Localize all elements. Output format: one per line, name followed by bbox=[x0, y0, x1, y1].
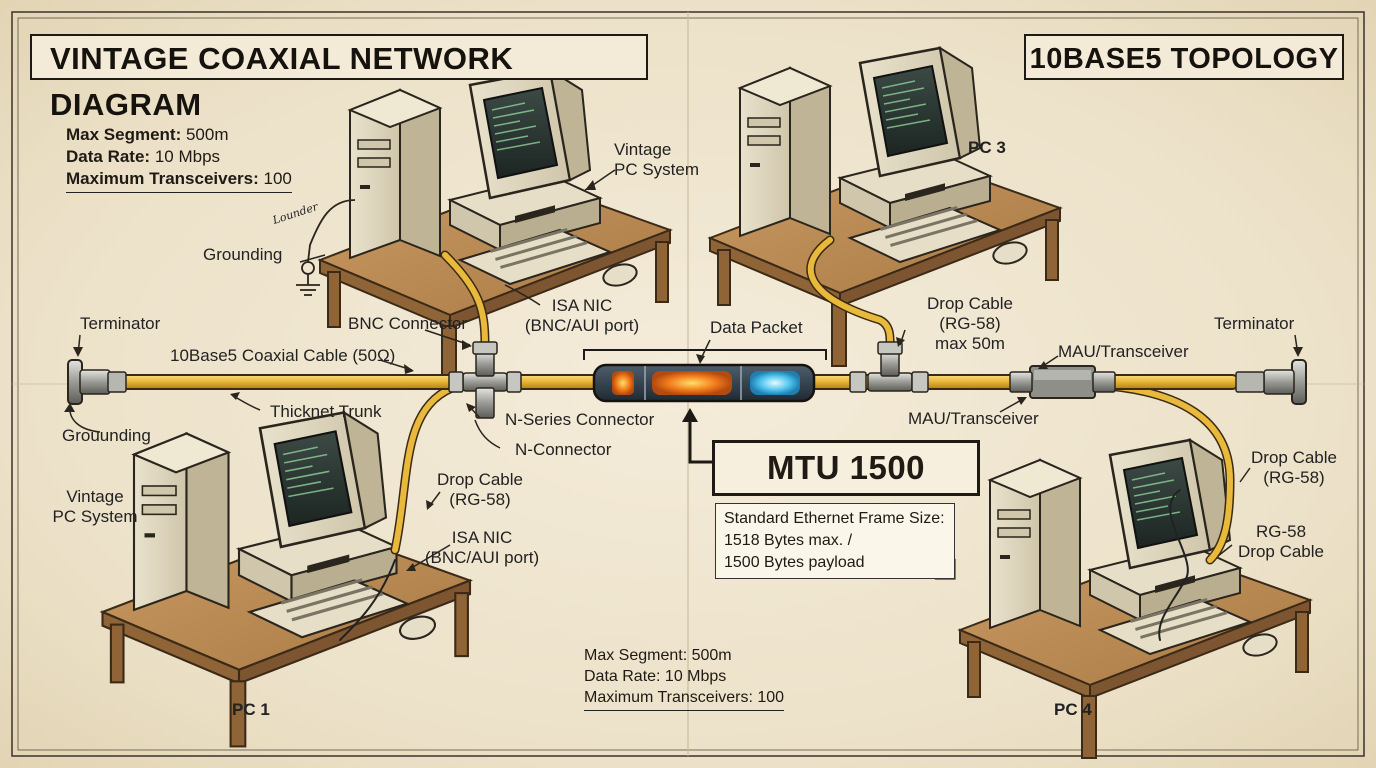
pc-1 bbox=[101, 411, 472, 748]
label-pc4: PC 4 bbox=[1054, 700, 1092, 719]
label-isa-top: ISA NIC (BNC/AUI port) bbox=[522, 296, 642, 336]
drop-cables bbox=[339, 235, 1235, 641]
label-rg58: RG-58 Drop Cable bbox=[1236, 522, 1326, 562]
spec-rate-key: Data Rate: bbox=[66, 147, 151, 166]
frame-note-line2: 1518 Bytes max. / bbox=[724, 532, 853, 549]
terminator-right bbox=[1235, 359, 1307, 405]
label-drop-right-line2: (RG-58) bbox=[1263, 468, 1325, 487]
specs-top: Max Segment: 500m Data Rate: 10 Mbps Max… bbox=[66, 124, 292, 193]
label-pc3: PC 3 bbox=[968, 138, 1006, 157]
spec-bottom-line3: Maximum Transceivers: 100 bbox=[584, 689, 785, 706]
label-isa-left: ISA NIC (BNC/AUI port) bbox=[422, 528, 542, 568]
label-drop-top-line2: (RG-58) bbox=[939, 314, 1001, 333]
pc-top-left bbox=[318, 68, 672, 390]
ground-symbol bbox=[296, 199, 356, 296]
label-isa-left-line1: ISA NIC bbox=[451, 528, 513, 547]
label-vintage-pc-top-line1: Vintage bbox=[614, 140, 672, 159]
terminator-left bbox=[67, 359, 127, 405]
label-n-series: N-Series Connector bbox=[505, 410, 655, 429]
label-vintage-pc-top-line2: PC System bbox=[614, 160, 700, 179]
label-isa-top-line1: ISA NIC bbox=[551, 296, 613, 315]
mau-transceiver bbox=[1009, 365, 1116, 399]
label-drop-left-line1: Drop Cable bbox=[437, 470, 523, 489]
label-data-packet: Data Packet bbox=[710, 318, 803, 337]
label-vintage-pc-left-line2: PC System bbox=[52, 507, 138, 526]
label-mau-bottom: MAU/Transceiver bbox=[908, 409, 1039, 428]
data-packet bbox=[592, 363, 816, 403]
label-drop-top: Drop Cable (RG-58) max 50m bbox=[925, 294, 1015, 354]
label-n-connector: N-Connector bbox=[515, 440, 612, 459]
spec-bottom-line2: Data Rate: 10 Mbps bbox=[584, 668, 727, 685]
label-thicknet: Thicknet Trunk bbox=[270, 402, 382, 421]
spec-rate-val: 10 Mbps bbox=[150, 147, 221, 166]
label-drop-left-line2: (RG-58) bbox=[449, 490, 511, 509]
label-terminator-right: Terminator bbox=[1214, 314, 1295, 333]
diagram-title: VINTAGE COAXIAL NETWORK DIAGRAM bbox=[30, 34, 648, 122]
label-isa-left-line2: (BNC/AUI port) bbox=[424, 548, 540, 567]
label-drop-top-line1: Drop Cable bbox=[927, 294, 1013, 313]
spec-segment-val: 500m bbox=[181, 125, 229, 144]
label-drop-left: Drop Cable (RG-58) bbox=[430, 470, 530, 510]
label-coax-cable: 10Base5 Coaxial Cable (50Ω) bbox=[170, 346, 396, 365]
spec-segment-key: Max Segment: bbox=[66, 125, 182, 144]
label-rg58-line2: Drop Cable bbox=[1238, 542, 1324, 561]
spec-trans-key: Maximum Transceivers: bbox=[66, 169, 259, 188]
frame-note-line1: Standard Ethernet Frame Size: bbox=[724, 510, 945, 527]
label-mau-top: MAU/Transceiver bbox=[1058, 342, 1189, 361]
label-vintage-pc-left: Vintage PC System bbox=[50, 487, 140, 527]
label-drop-top-line3: max 50m bbox=[935, 334, 1005, 353]
label-bnc: BNC Connector bbox=[348, 314, 468, 333]
frame-size-note: Standard Ethernet Frame Size: 1518 Bytes… bbox=[715, 503, 955, 579]
label-grounding-top: Grounding bbox=[203, 245, 283, 264]
label-pc1: PC 1 bbox=[232, 700, 270, 719]
label-vintage-pc-top: Vintage PC System bbox=[614, 140, 699, 180]
label-grounding-left: Grouunding bbox=[62, 426, 151, 445]
mtu-callout: MTU 1500 BYTES bbox=[712, 440, 980, 536]
label-vintage-pc-left-line1: Vintage bbox=[66, 487, 124, 506]
label-terminator-left: Terminator bbox=[80, 314, 161, 333]
spec-trans-val: 100 bbox=[258, 169, 292, 188]
spec-bottom-line1: Max Segment: 500m bbox=[584, 647, 732, 664]
label-drop-right-line1: Drop Cable bbox=[1251, 448, 1337, 467]
label-rg58-line1: RG-58 bbox=[1255, 522, 1307, 541]
topology-title: 10BASE5 TOPOLOGY bbox=[1024, 34, 1344, 80]
frame-note-line3: 1500 Bytes payload bbox=[724, 554, 865, 571]
label-isa-top-line2: (BNC/AUI port) bbox=[524, 316, 640, 335]
t-connector-right bbox=[849, 341, 929, 393]
t-connector-left bbox=[448, 341, 522, 419]
label-drop-right: Drop Cable (RG-58) bbox=[1244, 448, 1344, 488]
specs-bottom: Max Segment: 500m Data Rate: 10 Mbps Max… bbox=[584, 645, 785, 711]
